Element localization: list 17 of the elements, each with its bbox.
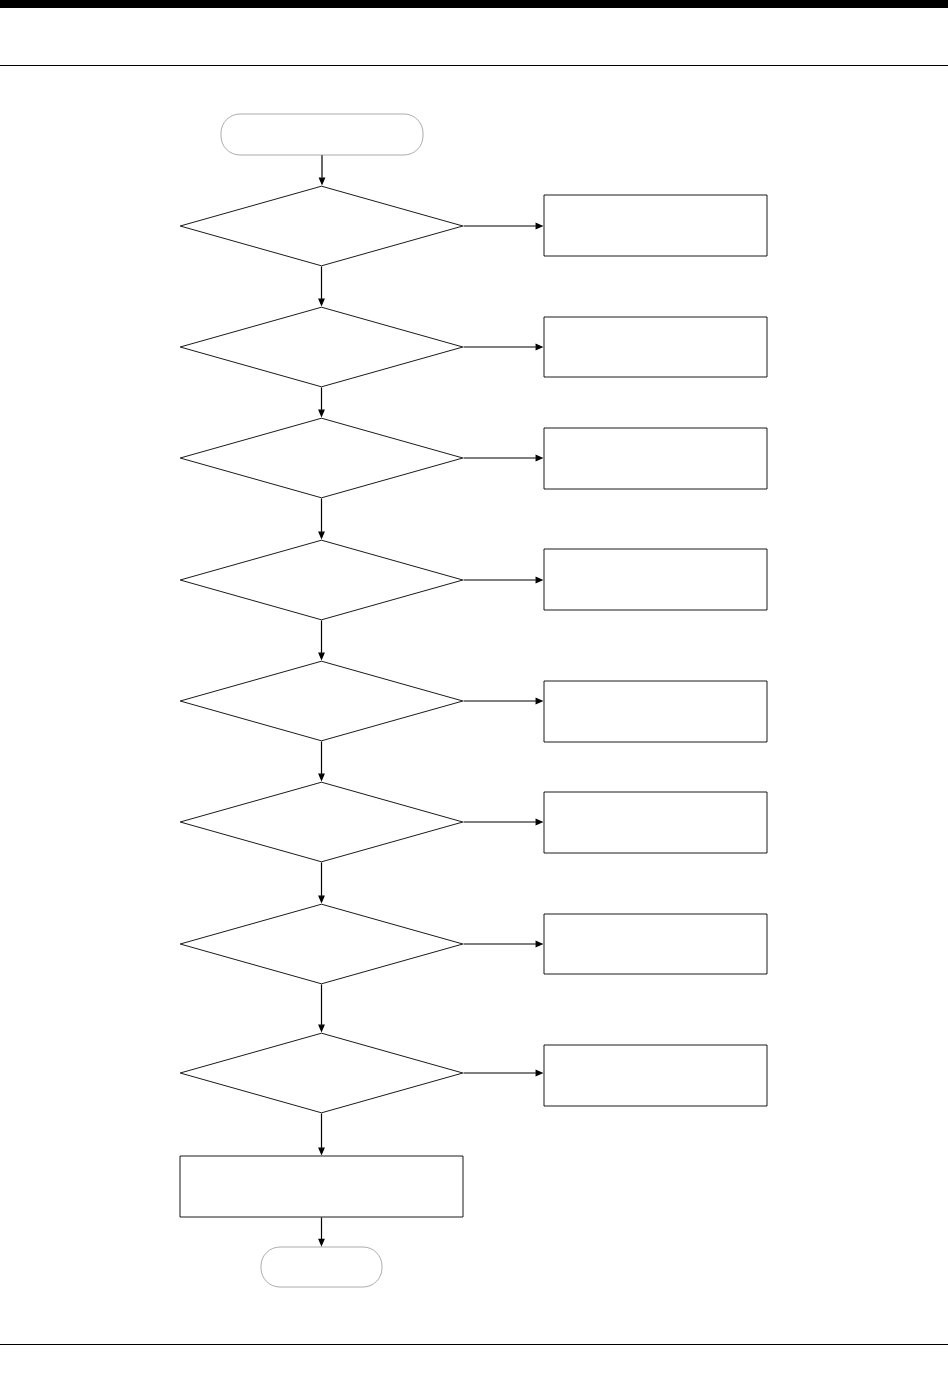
process-box xyxy=(543,548,768,611)
process-box xyxy=(543,194,768,257)
process-box xyxy=(543,1044,768,1107)
process-box xyxy=(543,427,768,490)
decision-diamond xyxy=(179,306,464,388)
decision-diamond xyxy=(179,781,464,863)
process-box xyxy=(179,1155,464,1218)
process-box xyxy=(543,791,768,854)
decision-diamond xyxy=(179,539,464,621)
process-box xyxy=(543,680,768,743)
decision-diamond xyxy=(179,185,464,267)
process-box xyxy=(543,316,768,378)
decision-diamond xyxy=(179,417,464,499)
decision-diamond xyxy=(179,660,464,742)
decision-diamond xyxy=(179,903,464,985)
process-box xyxy=(543,913,768,975)
decision-diamond xyxy=(179,1032,464,1114)
